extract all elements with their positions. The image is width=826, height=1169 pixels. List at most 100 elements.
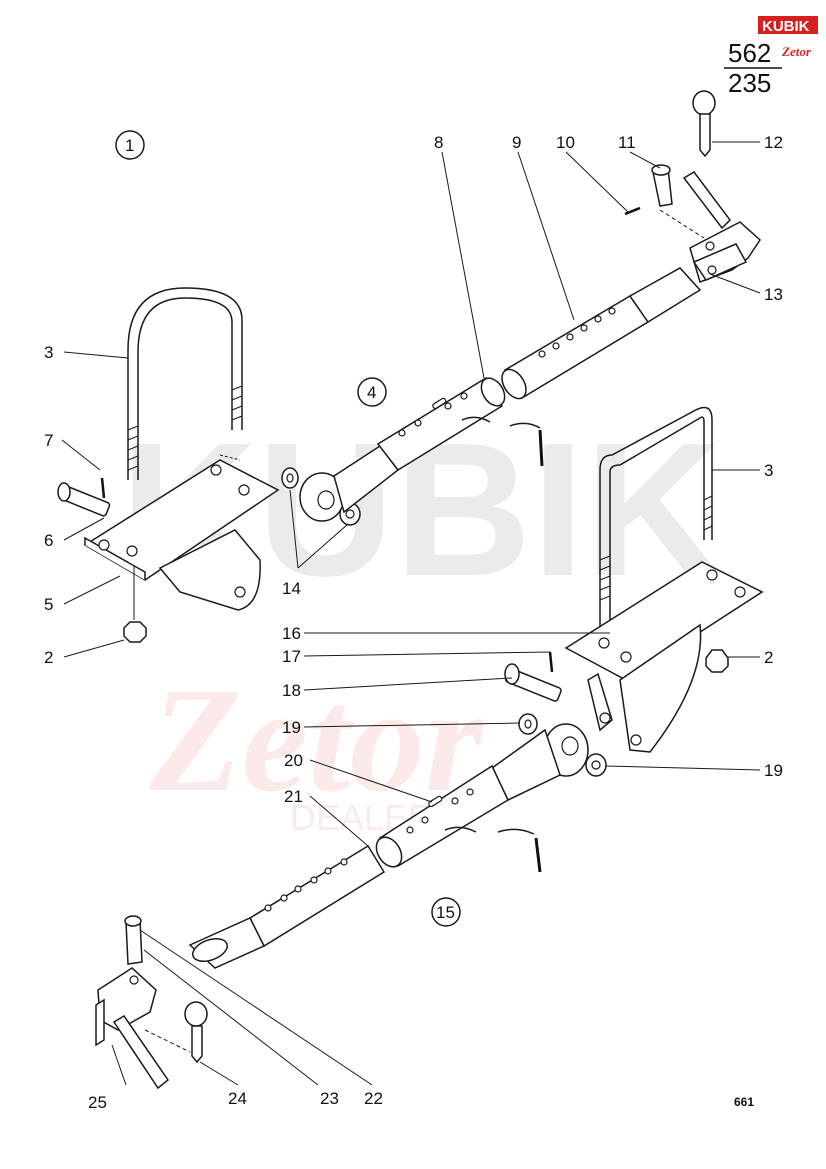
leader-23 [143, 949, 319, 1086]
watermark-sub: Zetor [149, 657, 485, 823]
fork-13-hole-a [705, 241, 715, 251]
lower-eye-hole [561, 736, 579, 756]
u-bolt-upper-thread [127, 385, 243, 471]
tube20-slot [428, 795, 443, 808]
leader-8 [441, 151, 485, 379]
leader-5 [63, 575, 121, 605]
callout-24: 24 [228, 1089, 247, 1108]
callout-9: 9 [512, 133, 521, 152]
lower-clip-pin [534, 837, 542, 873]
leader-14a [289, 489, 299, 569]
pin-23-head [124, 915, 142, 927]
assembly-15-label: 15 [436, 903, 455, 922]
leader-3a [63, 351, 129, 359]
lower-plate-hole-3 [706, 569, 718, 581]
washer-19b-hole [591, 760, 601, 770]
callout-13: 13 [764, 285, 783, 304]
callout-8: 8 [434, 133, 443, 152]
upper-eye-hole [317, 490, 335, 510]
fork-pin-axis [659, 209, 705, 239]
lower-plate-hole-1 [598, 637, 610, 649]
callout-5: 5 [44, 595, 53, 614]
assembly-markers: 1 4 15 [115, 130, 461, 927]
plate-hole-3 [210, 464, 222, 476]
callout-2b: 2 [764, 648, 773, 667]
assembly-4-label: 4 [367, 383, 376, 402]
upper-flat-end [628, 267, 702, 324]
pin-24 [191, 1025, 203, 1064]
callout-19b: 19 [764, 761, 783, 780]
callout-3b: 3 [764, 461, 773, 480]
u-bolt-upper-inner [137, 297, 233, 480]
upper-tube-8 [376, 376, 504, 471]
lower-ear-hole-1 [599, 712, 611, 724]
tube8-slot [432, 397, 447, 410]
logo-brand: KUBIK [762, 18, 810, 35]
right-bracket-group [504, 406, 764, 777]
plate-hole-2 [98, 539, 110, 551]
fork-lever [682, 171, 731, 230]
lower-tube-20-end [375, 836, 403, 868]
tube8-hole-2 [414, 419, 422, 427]
u-bolt-lower-inner [609, 416, 705, 630]
upper-stabilizer-bar [299, 267, 702, 522]
tube20-hole-3 [451, 797, 459, 805]
logo-bar [758, 16, 818, 34]
plate-hole-1 [126, 545, 138, 557]
lower-flat-end-slot [191, 938, 229, 962]
leader-20 [309, 759, 433, 803]
pin-18-head [504, 663, 520, 685]
logo-sub: Zetor [781, 44, 812, 59]
callout-20: 20 [284, 751, 303, 770]
leader-2a [63, 639, 125, 658]
plate-hole-4 [238, 484, 250, 496]
callout-14: 14 [282, 579, 301, 598]
callout-6: 6 [44, 531, 53, 550]
tube21-hole-6 [340, 858, 348, 866]
leader-17 [303, 651, 551, 657]
nut-upper [123, 621, 147, 643]
fork-lower-hole [129, 975, 139, 985]
lower-plate-hole-4 [734, 586, 746, 598]
pin-25 [112, 1014, 170, 1090]
pin-24-ring [184, 1001, 208, 1027]
callout-3a: 3 [44, 343, 53, 362]
upper-right-fork [624, 90, 761, 283]
fork-13-hole-b [707, 265, 717, 275]
leader-7 [61, 439, 101, 471]
leader-13 [709, 273, 761, 294]
callout-23: 23 [320, 1089, 339, 1108]
pin-6-head [57, 482, 71, 502]
leader-11 [629, 151, 661, 169]
brand-logo: KUBIK Zetor [758, 16, 818, 59]
lower-plate-hole-2 [620, 651, 632, 663]
tube21-hole-4 [310, 876, 318, 884]
callout-7: 7 [44, 431, 53, 450]
callout-11: 11 [618, 133, 636, 152]
u-bolt-upper [127, 287, 243, 480]
lower-tube-21 [249, 844, 386, 948]
bracket-ear-upper-hole [234, 586, 246, 598]
bracket-ear-lower [619, 623, 702, 753]
leader-21 [309, 795, 369, 847]
leader-9 [517, 151, 575, 321]
u-bolt-lower-thread [599, 495, 713, 601]
tube9-hole-3 [566, 333, 574, 341]
leader-22 [139, 929, 373, 1086]
callout-12: 12 [764, 133, 783, 152]
upper-clip [461, 416, 541, 429]
washer-19a-hole [524, 719, 532, 729]
tube21-hole-1 [264, 904, 272, 912]
upper-left-bracket-group [57, 287, 361, 643]
bracket-plate-lower [564, 561, 764, 681]
nut-lower [705, 649, 729, 673]
leader-18 [303, 677, 513, 691]
bolt-axis-upper [219, 454, 241, 461]
sheet-number-top: 562 [728, 38, 771, 68]
lower-ear-hole-2 [630, 734, 642, 746]
callout-21: 21 [284, 787, 303, 806]
assembly-1-label: 1 [125, 136, 134, 155]
callout-labels: 3 7 6 5 2 14 8 9 10 11 12 13 3 16 2 17 1… [44, 133, 783, 1112]
leader-19b [605, 765, 761, 771]
